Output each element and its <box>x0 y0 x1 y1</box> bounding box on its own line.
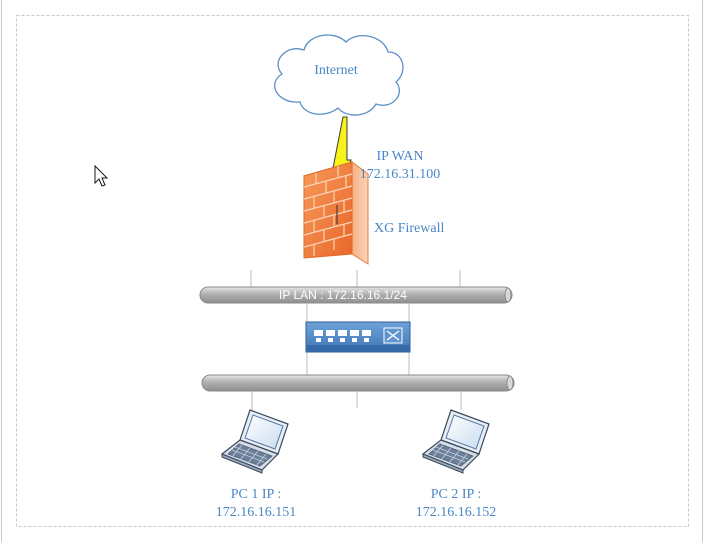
pc1-title: PC 1 IP : <box>230 487 282 502</box>
lan-bus-connectors-top <box>250 270 461 288</box>
firewall-label: XG Firewall <box>374 221 445 236</box>
firewall-icon[interactable] <box>302 161 370 265</box>
network-switch-icon[interactable] <box>305 321 411 353</box>
internet-label: Internet <box>314 63 358 78</box>
pc2-ip: 172.16.16.152 <box>415 505 497 520</box>
pc2-laptop-icon[interactable] <box>421 409 490 474</box>
pc1-label-group: PC 1 IP : 172.16.16.151 <box>201 486 311 522</box>
internet-cloud-icon[interactable] <box>274 34 404 116</box>
switch-uplink-connectors <box>306 303 410 376</box>
access-bus-connectors-bottom <box>251 391 462 410</box>
wan-title: IP WAN <box>376 149 424 164</box>
pc2-title: PC 2 IP : <box>430 487 482 502</box>
access-bus[interactable] <box>201 374 515 392</box>
wan-ip: 172.16.31.100 <box>359 167 441 182</box>
pc1-ip: 172.16.16.151 <box>215 505 297 520</box>
lan-bus[interactable] <box>199 286 513 304</box>
lan-bus-label: IP LAN : 172.16.16.1/24 <box>279 288 407 302</box>
diagram-border <box>16 15 689 527</box>
wan-label-group: IP WAN 172.16.31.100 <box>345 148 455 184</box>
mouse-pointer-icon <box>94 164 109 187</box>
pc2-label-group: PC 2 IP : 172.16.16.152 <box>401 486 511 522</box>
pc1-laptop-icon[interactable] <box>220 409 289 474</box>
